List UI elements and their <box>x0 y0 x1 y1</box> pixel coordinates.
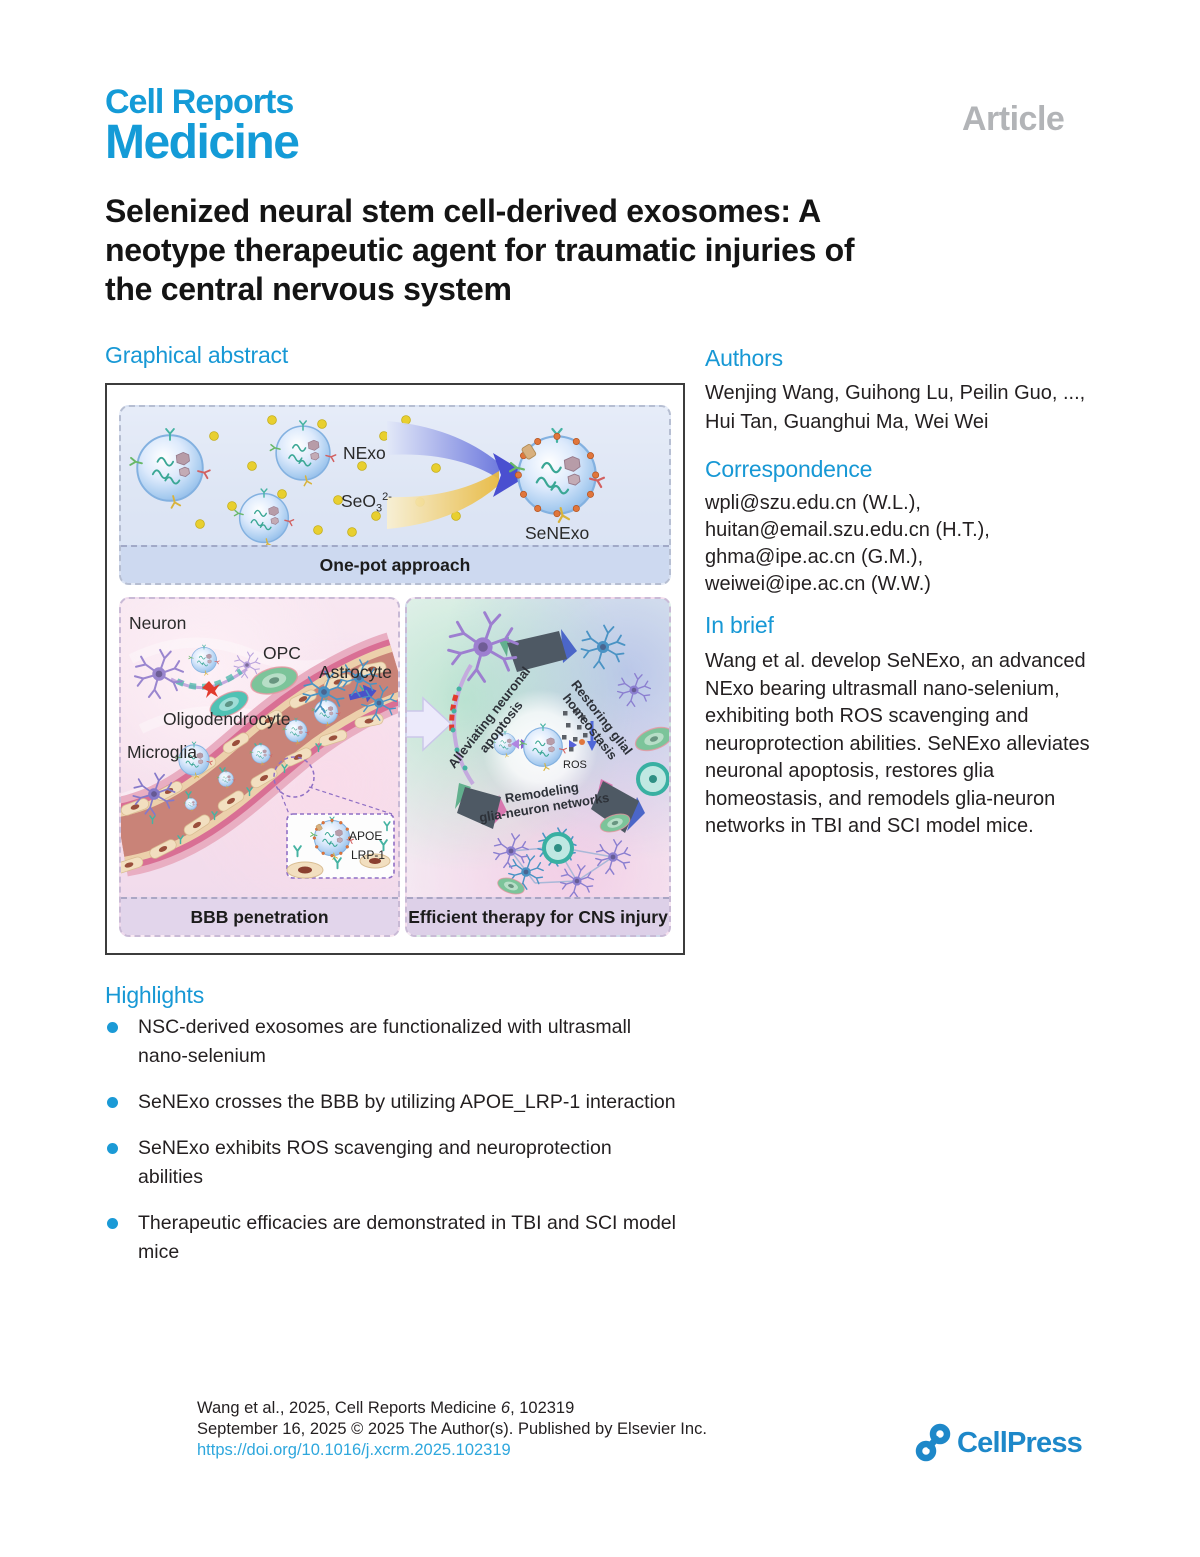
funnel-arrow <box>387 421 529 529</box>
bbb-inset <box>273 756 395 879</box>
label-seo3: SeO32- <box>341 491 392 515</box>
panel-one-pot: NExo SeO32- SeNExo One-pot approach <box>119 405 671 585</box>
senexo-exosome <box>510 429 604 522</box>
article-type-tag: Article <box>962 100 1065 138</box>
bullet-icon <box>107 1218 118 1229</box>
footer-citation: Wang et al., 2025, Cell Reports Medicine… <box>197 1398 707 1461</box>
authors-heading: Authors <box>705 345 783 371</box>
authors-list: Wenjing Wang, Guihong Lu, Peilin Guo, ..… <box>705 382 1086 433</box>
incoming-arrow <box>407 696 453 752</box>
correspondence-email: wpli@szu.edu.cn (W.L.), <box>705 492 921 514</box>
highlight-text: SeNExo crosses the BBB by utilizing APOE… <box>138 1091 676 1113</box>
copyright-line: September 16, 2025 © 2025 The Author(s).… <box>197 1420 707 1438</box>
therapy-neuron <box>447 611 519 786</box>
caption-bbb: BBB penetration <box>121 897 398 935</box>
in-brief-text: Wang et al. develop SeNExo, an advanced … <box>705 650 1090 837</box>
label-microglia: Microglia <box>127 742 198 762</box>
caption-one-pot: One-pot approach <box>121 545 669 583</box>
highlight-text: Therapeutic efficacies are demonstrated … <box>138 1212 676 1263</box>
journal-logo-line2: Medicine <box>105 116 300 169</box>
cellpress-logo-icon <box>915 1423 951 1462</box>
highlights-heading: Highlights <box>105 982 204 1008</box>
highlight-text: SeNExo exhibits ROS scavenging and neuro… <box>138 1137 612 1188</box>
therapy-oligodendrocyte <box>636 762 669 796</box>
label-opc: OPC <box>263 643 301 663</box>
highlight-item: Therapeutic efficacies are demonstrated … <box>105 1209 680 1267</box>
ros-cluster <box>562 709 597 752</box>
label-apoe: APOE <box>349 829 383 843</box>
title-line-2: neotype therapeutic agent for traumatic … <box>105 232 855 268</box>
graphical-abstract-figure: NExo SeO32- SeNExo One-pot approach <box>105 383 685 955</box>
therapy-illustration <box>407 611 669 897</box>
label-oligodendrocyte: Oligodendrocyte <box>163 709 291 729</box>
title-line-3: the central nervous system <box>105 271 512 307</box>
highlight-item: SeNExo exhibits ROS scavenging and neuro… <box>105 1134 680 1192</box>
correspondence-emails: wpli@szu.edu.cn (W.L.), huitan@email.szu… <box>705 490 990 598</box>
label-lrp1: LRP-1 <box>351 848 386 862</box>
blood-vessel <box>121 632 398 877</box>
glia-neuron-network <box>493 810 633 897</box>
page-title: Selenized neural stem cell-derived exoso… <box>105 192 1105 309</box>
volume-number: 6 <box>500 1399 511 1417</box>
bullet-icon <box>107 1097 118 1108</box>
bullet-icon <box>107 1143 118 1154</box>
graphical-abstract-heading: Graphical abstract <box>105 342 289 368</box>
correspondence-email: ghma@ipe.ac.cn (G.M.), <box>705 546 924 568</box>
label-astrocyte: Astrocyte <box>319 662 392 682</box>
one-pot-illustration <box>129 415 669 545</box>
label-senexo: SeNExo <box>525 523 590 543</box>
journal-logo: Cell Reports Medicine <box>105 83 300 169</box>
highlight-text: NSC-derived exosomes are functionalized … <box>138 1016 632 1067</box>
cellpress-logo: CellPress <box>914 1422 1083 1464</box>
in-brief-heading: In brief <box>705 612 774 638</box>
label-nexo: NExo <box>343 443 386 463</box>
cellpress-logo-text: CellPress <box>957 1426 1083 1459</box>
title-line-1: Selenized neural stem cell-derived exoso… <box>105 193 821 229</box>
highlight-item: SeNExo crosses the BBB by utilizing APOE… <box>105 1088 680 1117</box>
correspondence-email: huitan@email.szu.edu.cn (H.T.), <box>705 519 990 541</box>
journal-logo-line1: Cell Reports <box>105 83 294 121</box>
highlights-list: NSC-derived exosomes are functionalized … <box>105 1013 680 1284</box>
correspondence-email: weiwei@ipe.ac.cn (W.W.) <box>705 573 931 595</box>
label-ros: ROS <box>563 759 587 771</box>
caption-therapy: Efficient therapy for CNS injury <box>407 897 669 935</box>
label-neuron: Neuron <box>129 613 187 633</box>
citation-line: Wang et al., 2025, Cell Reports Medicine… <box>197 1399 575 1417</box>
nexo-exosomes <box>129 420 337 545</box>
panel-cns-therapy: Alleviating neuronal apoptosis Restoring… <box>405 597 671 937</box>
exosome-near-neuron <box>188 644 220 676</box>
panel-bbb-penetration: Neuron OPC Astrocyte Oligodendrocyte Mic… <box>119 597 400 937</box>
flow-arrow <box>348 684 377 703</box>
correspondence-heading: Correspondence <box>705 456 873 482</box>
bbb-illustration <box>121 632 398 879</box>
doi-link[interactable]: https://doi.org/10.1016/j.xcrm.2025.1023… <box>197 1441 511 1459</box>
highlight-item: NSC-derived exosomes are functionalized … <box>105 1013 680 1071</box>
neuron-cell <box>133 648 261 700</box>
bullet-icon <box>107 1022 118 1033</box>
